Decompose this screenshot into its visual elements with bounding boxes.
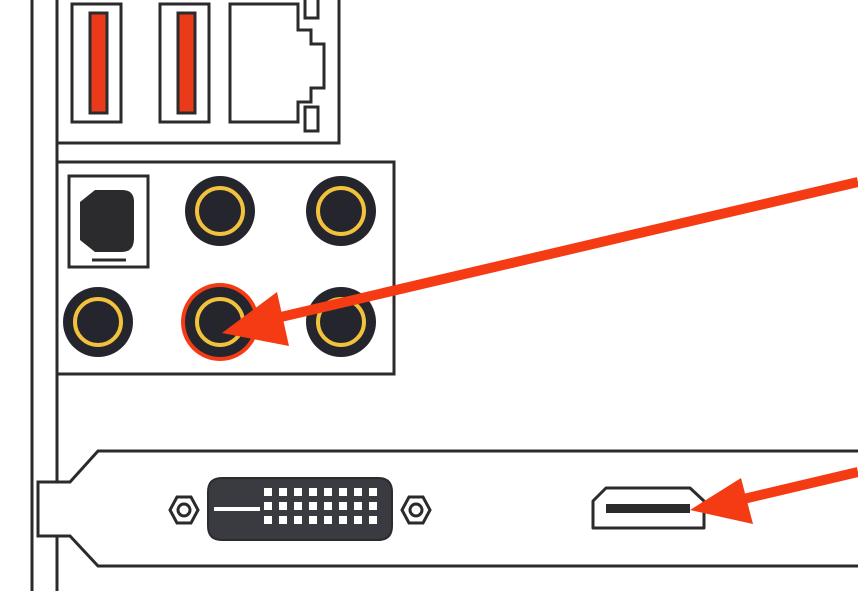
audio-jack-ring [195, 297, 245, 347]
dvi-pin [264, 516, 272, 524]
arrow-to-hdmi-head [690, 478, 753, 524]
audio-jack-ring [316, 186, 366, 236]
gpu-bracket [36, 449, 858, 568]
dvi-pin [369, 516, 377, 524]
usb-port-1[interactable] [70, 2, 123, 124]
dvi-pin [354, 502, 362, 510]
arrow-to-audio-shaft [266, 177, 858, 325]
dvi-pin [294, 502, 302, 510]
hdmi-tongue [606, 504, 690, 513]
hex-screw-left-hole [176, 502, 192, 518]
rj45-body [228, 2, 326, 124]
audio-jack[interactable] [185, 176, 255, 246]
arrow-to-hdmi-shaft [733, 467, 858, 506]
dvi-pin [279, 502, 287, 510]
audio-jack[interactable] [63, 287, 133, 357]
dvi-pin [339, 502, 347, 510]
dvi-pin [264, 502, 272, 510]
dvi-pin [324, 516, 332, 524]
arrow-icon [222, 177, 858, 346]
dvi-pin [339, 488, 347, 496]
dvi-pin [309, 516, 317, 524]
dvi-pin [324, 502, 332, 510]
dvi-pin [294, 516, 302, 524]
hex-screw-right [400, 495, 432, 525]
usb-ethernet-block [55, 0, 341, 145]
toslink-port-icon[interactable] [67, 174, 150, 269]
dvi-pin [279, 488, 287, 496]
dvi-pin [324, 488, 332, 496]
arrow-to-audio-head [222, 292, 289, 346]
hex-screw-left [168, 495, 200, 525]
rj45-led-top [303, 0, 320, 20]
dvi-pin [354, 488, 362, 496]
annotation-arrows [222, 177, 858, 524]
audio-block [55, 160, 396, 376]
usb-port-1-tongue [88, 11, 109, 115]
dvi-flat-blade [214, 507, 260, 511]
audio-jack[interactable] [306, 176, 376, 246]
dvi-pin [354, 516, 362, 524]
arrow-icon [690, 467, 858, 524]
usb-port-2[interactable] [158, 2, 211, 124]
audio-jacks [63, 176, 376, 361]
audio-jack-ring [195, 186, 245, 236]
dvi-pins [264, 488, 377, 524]
dvi-pin [309, 488, 317, 496]
hex-screw-right-hole [408, 502, 424, 518]
dvi-pin [309, 502, 317, 510]
dvi-pin [369, 502, 377, 510]
dvi-pin [294, 488, 302, 496]
dvi-port-icon[interactable] [168, 477, 432, 541]
toslink-socket [80, 190, 134, 252]
dvi-pin [264, 488, 272, 496]
hdmi-port-icon[interactable] [591, 486, 706, 530]
dvi-pin [339, 516, 347, 524]
rj45-port-icon[interactable] [228, 0, 326, 133]
audio-jack-highlighted[interactable] [181, 283, 259, 361]
dvi-pin [279, 516, 287, 524]
dvi-pin [369, 488, 377, 496]
rj45-led-bottom [303, 105, 320, 133]
usb-port-2-tongue [176, 11, 197, 115]
audio-jack-ring [73, 297, 123, 347]
